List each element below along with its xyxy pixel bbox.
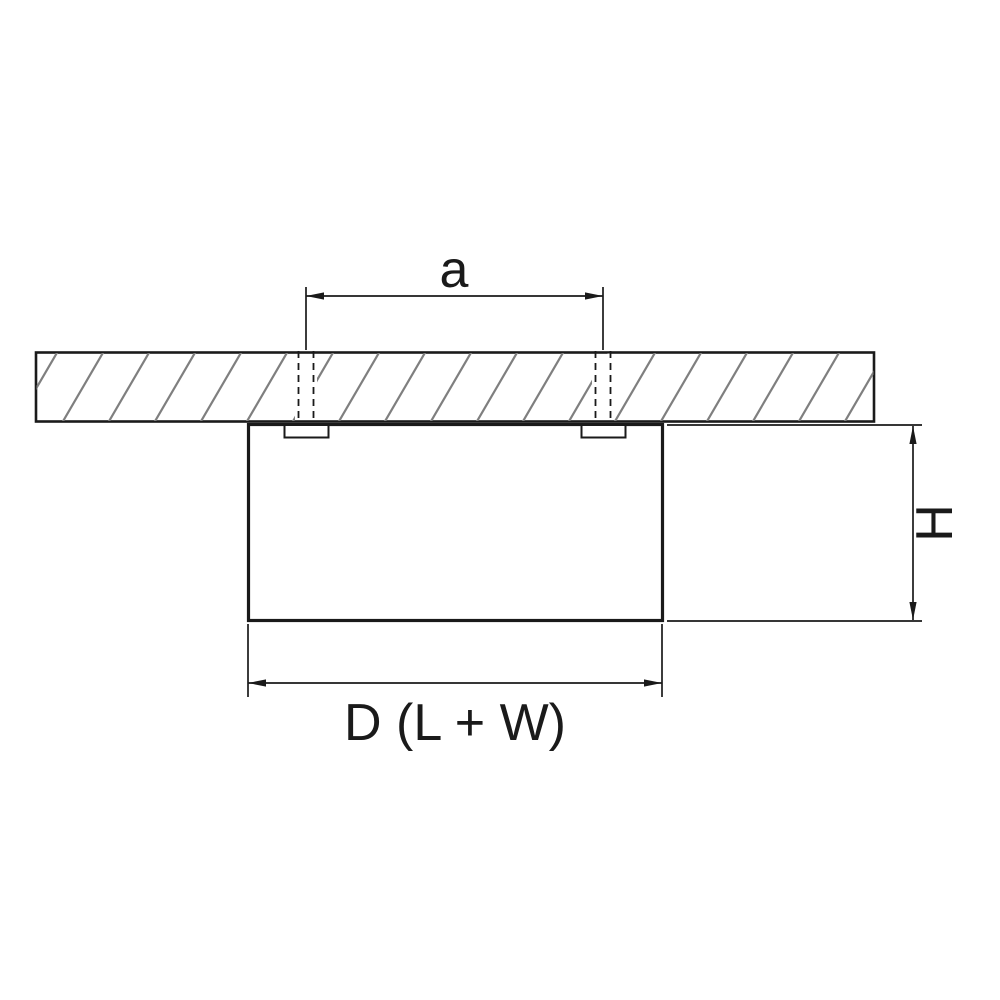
dimension-arrows (248, 292, 917, 687)
arrow-a-right (585, 292, 603, 300)
mounting-hole-right (592, 351, 614, 436)
arrow-h-bottom (909, 602, 917, 620)
arrow-d-left (248, 679, 266, 687)
fixture-body (246, 422, 665, 623)
label-a: a (440, 241, 469, 299)
mounting-tab-left (283, 426, 330, 439)
dimensions (247, 287, 922, 697)
dimension-d (247, 624, 663, 697)
label-h: H (906, 504, 964, 542)
dimension-h (667, 424, 922, 622)
arrow-h-top (909, 426, 917, 444)
dimension-a (305, 287, 604, 350)
ceiling-section (34, 351, 876, 436)
arrow-d-right (644, 679, 662, 687)
arrow-a-left (306, 292, 324, 300)
mounting-tab-right (580, 426, 627, 439)
mounting-hole-left (295, 351, 317, 436)
fixture (246, 422, 665, 623)
label-d: D (L + W) (344, 694, 566, 752)
dimension-labels: a H D (L + W) (344, 241, 964, 752)
